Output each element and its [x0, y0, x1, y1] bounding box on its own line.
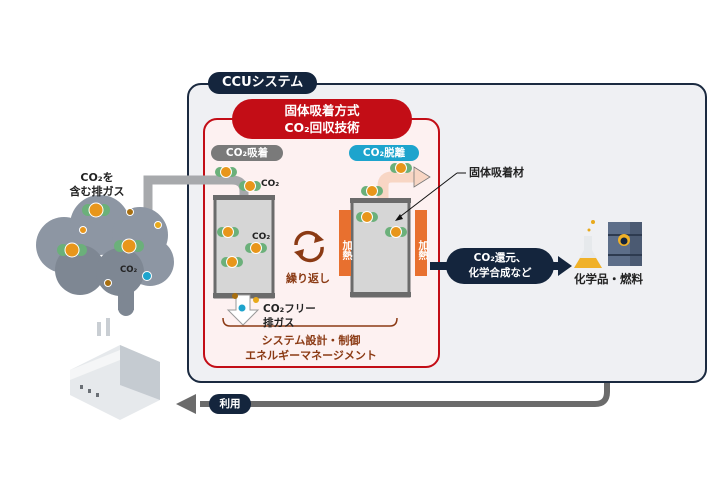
system-bracket [222, 317, 398, 327]
co2-molecule-icon [245, 242, 267, 254]
desorption-outlet-pipe [377, 171, 416, 200]
co2-molecule-icon [215, 166, 237, 178]
co2-molecule-icon [82, 202, 110, 218]
conversion-label: CO₂還元、 化学合成など [446, 248, 554, 284]
absorption-stage-label: CO₂吸着 [211, 145, 283, 161]
heater-left: 加熱 [339, 210, 351, 276]
co2-molecule-icon [390, 162, 412, 174]
co2-inflow-label: CO₂ [261, 179, 280, 189]
co2-molecule-icon [217, 226, 239, 238]
co2-adsorbed-label: CO₂ [252, 232, 271, 242]
usage-label: 利用 [209, 394, 251, 414]
products-label: 化学品・燃料 [574, 272, 643, 286]
fuel-barrel-icon [608, 222, 642, 266]
co2-molecule-icon [385, 226, 407, 238]
exhaust-label: CO₂を 含む排ガス [69, 171, 125, 198]
co2-molecule-icon [361, 185, 383, 197]
capture-technology-title: 固体吸着方式 CO₂回収技術 [232, 99, 412, 139]
factory-icon [70, 318, 160, 420]
co2-molecule-icon [221, 256, 243, 268]
system-design-label: システム設計・制御 エネルギーマネージメント [245, 334, 377, 362]
flask-icon [574, 220, 602, 268]
desorption-arrowhead [413, 166, 431, 188]
co2-molecule-icon [239, 180, 261, 192]
return-pipe [200, 310, 610, 407]
conversion-arrowhead [558, 256, 572, 276]
heater-right: 加熱 [415, 210, 427, 276]
co2-molecule-icon [114, 238, 144, 254]
exhaust-co2-label: CO₂ [120, 265, 138, 275]
repeat-label: 繰り返し [286, 272, 330, 285]
co2-molecule-icon [356, 211, 378, 223]
return-arrowhead [176, 394, 196, 414]
exhaust-cloud-icon [36, 195, 174, 316]
sorbent-label: 固体吸着材 [469, 166, 524, 179]
co2-free-exhaust-label: CO₂フリー 排ガス [263, 303, 316, 329]
exhaust-inlet-pipe [143, 175, 249, 215]
ccu-system-label: CCUシステム [208, 72, 318, 94]
desorption-stage-label: CO₂脱離 [349, 145, 419, 161]
co2-molecule-icon [57, 242, 87, 258]
